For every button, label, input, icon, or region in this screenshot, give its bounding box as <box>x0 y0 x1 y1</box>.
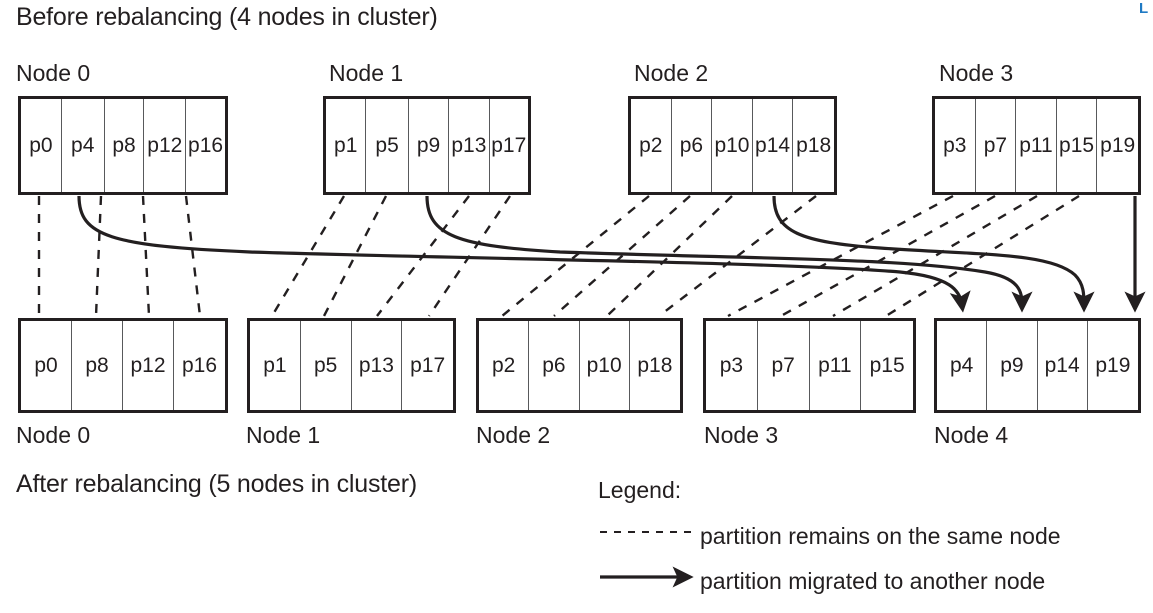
partition-cell: p6 <box>672 99 713 192</box>
partition-cell: p16 <box>181 353 218 377</box>
title-after-rebalancing: After rebalancing (5 nodes in cluster) <box>16 470 417 498</box>
after-node-label-3: Node 3 <box>704 422 779 448</box>
partition-cell: p0 <box>21 99 62 192</box>
before-node-box-1: p1 p5 p9 p13 p17 <box>323 96 531 195</box>
after-node-label-2: Node 2 <box>476 422 551 448</box>
partition-cell: p5 <box>301 321 352 410</box>
partition-cell: p3 <box>935 99 976 192</box>
after-node-label-0: Node 0 <box>16 422 91 448</box>
partition-cell: p7 <box>976 99 1017 192</box>
stay-connectors <box>37 194 1080 318</box>
partition-cell: p17 <box>410 353 446 377</box>
partition-cell: p10 <box>580 321 630 410</box>
legend-symbols <box>600 531 694 588</box>
partition-cell: p9 <box>987 321 1038 410</box>
after-node-box-1: p1 p5 p13 p17 <box>247 318 456 413</box>
partition-cell: p14 <box>753 99 794 192</box>
partition-cell: p3 <box>706 321 758 410</box>
partition-cell: p0 <box>21 321 72 410</box>
after-node-box-2: p2 p6 p10 p18 <box>476 318 683 413</box>
partition-cell: p2 <box>631 99 672 192</box>
after-node-box-4: p4 p9 p14 p19 <box>934 318 1141 413</box>
partition-cell: p6 <box>529 321 580 410</box>
partition-cell: p15 <box>869 353 905 377</box>
partition-cell: p19 <box>1095 353 1131 377</box>
before-node-label-0: Node 0 <box>16 60 91 86</box>
partition-cell: p4 <box>62 99 105 192</box>
corner-mark-glyph: L <box>1139 0 1149 17</box>
partition-cell: p2 <box>479 321 530 410</box>
before-node-box-0: p0 p4 p8 p12 p16 <box>18 96 228 195</box>
partition-cell: p12 <box>144 99 187 192</box>
legend-arrow-label: partition migrated to another node <box>700 568 1046 594</box>
partition-cell: p18 <box>796 133 832 157</box>
legend-dashed-label: partition remains on the same node <box>700 523 1061 549</box>
partition-cell: p12 <box>123 321 174 410</box>
partition-cell: p17 <box>491 133 527 157</box>
partition-cell: p7 <box>758 321 810 410</box>
before-node-label-2: Node 2 <box>634 60 709 86</box>
partition-cell: p1 <box>250 321 301 410</box>
migration-arrows <box>77 195 1146 313</box>
partition-cell: p4 <box>937 321 988 410</box>
after-node-box-0: p0 p8 p12 p16 <box>18 318 228 413</box>
partition-cell: p8 <box>72 321 123 410</box>
partition-cell: p19 <box>1100 133 1136 157</box>
partition-cell: p13 <box>352 321 403 410</box>
before-node-label-3: Node 3 <box>939 60 1014 86</box>
partition-cell: p18 <box>637 353 673 377</box>
partition-cell: p9 <box>409 99 450 192</box>
before-node-box-3: p3 p7 p11 p15 p19 <box>932 96 1141 195</box>
title-before-rebalancing: Before rebalancing (4 nodes in cluster) <box>16 3 438 31</box>
partition-cell: p16 <box>188 133 224 157</box>
partition-cell: p11 <box>810 321 862 410</box>
partition-cell: p8 <box>105 99 145 192</box>
after-node-label-4: Node 4 <box>934 422 1009 448</box>
partition-cell: p1 <box>326 99 367 192</box>
partition-cell: p5 <box>366 99 409 192</box>
before-node-label-1: Node 1 <box>329 60 404 86</box>
after-node-label-1: Node 1 <box>246 422 321 448</box>
after-node-box-3: p3 p7 p11 p15 <box>703 318 916 413</box>
legend-title: Legend: <box>598 477 682 503</box>
partition-cell: p13 <box>449 99 490 192</box>
partition-cell: p14 <box>1038 321 1088 410</box>
partition-cell: p11 <box>1016 99 1057 192</box>
partition-cell: p15 <box>1057 99 1098 192</box>
before-node-box-2: p2 p6 p10 p14 p18 <box>628 96 837 195</box>
partition-cell: p10 <box>712 99 753 192</box>
